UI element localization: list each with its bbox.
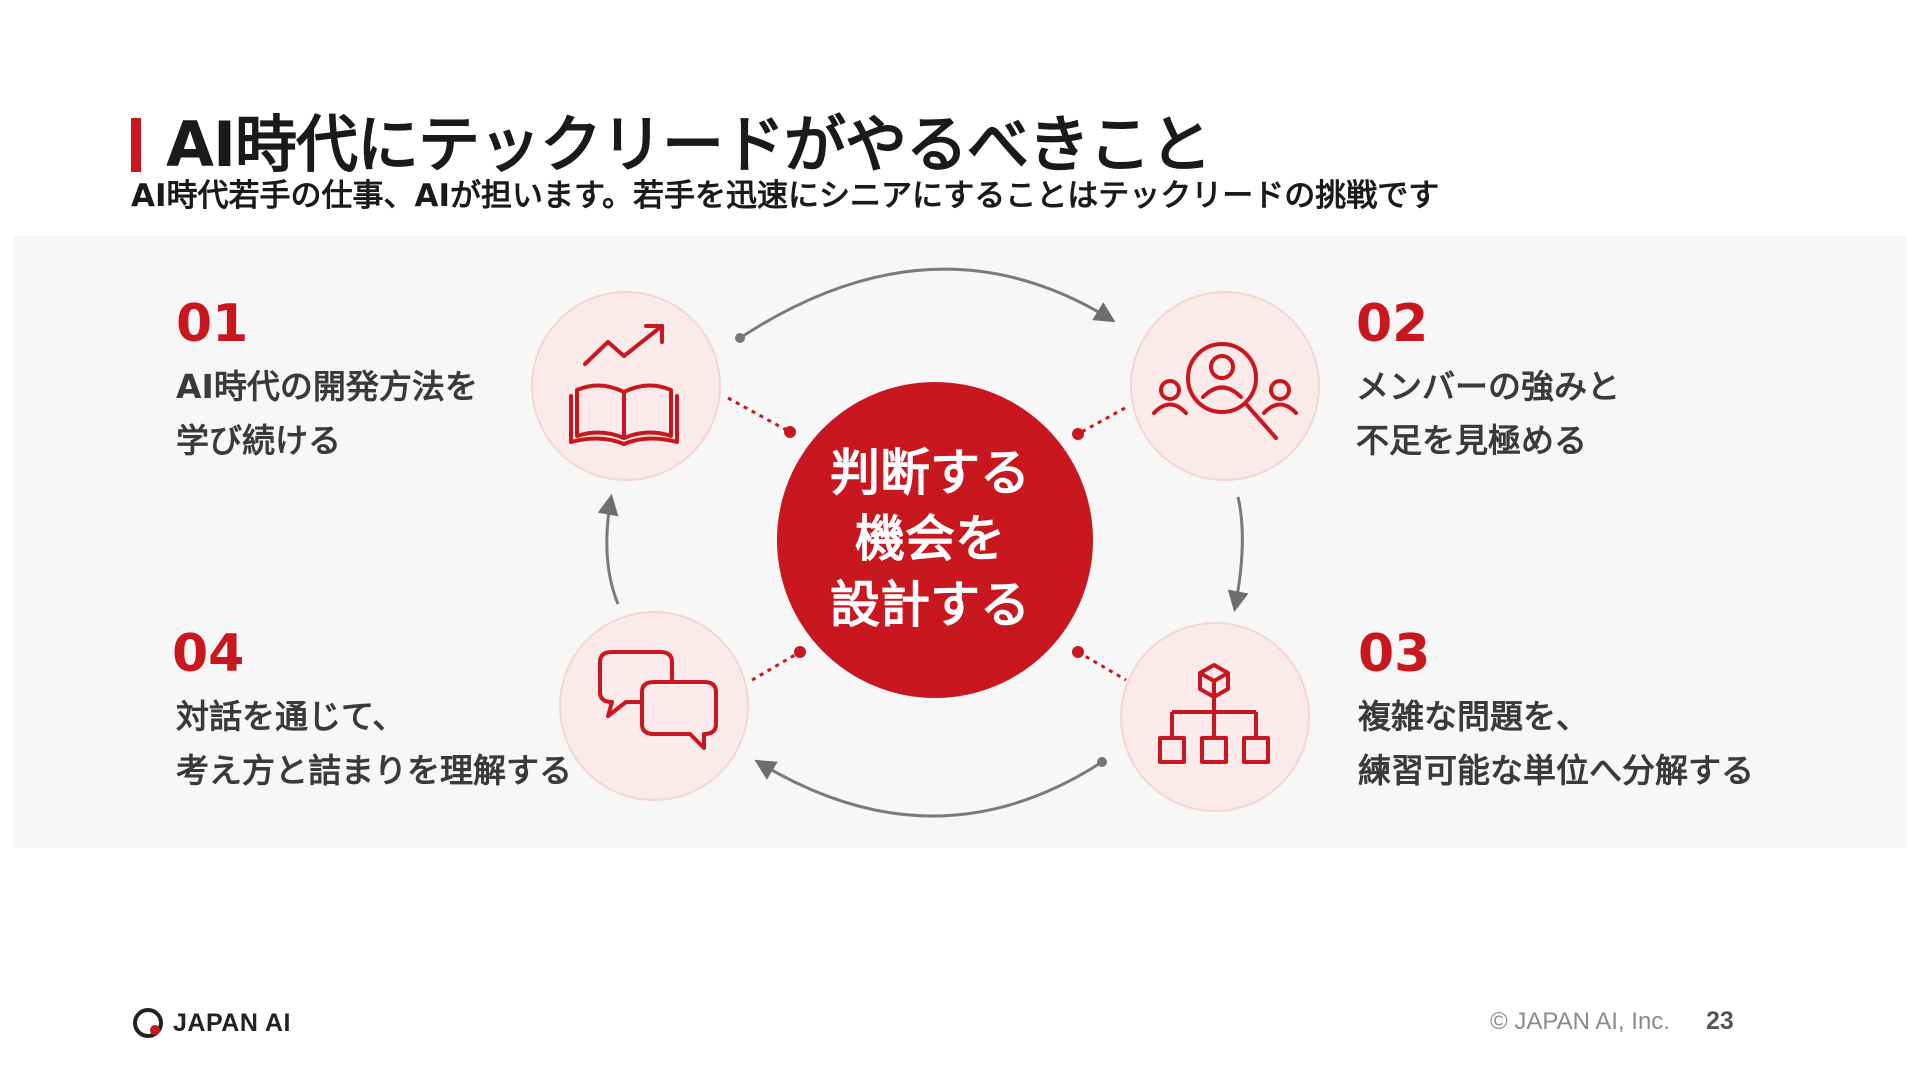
step-01-text: AI時代の開発方法を 学び続ける [176,367,478,460]
step-01-number: 01 [176,294,249,354]
logo-mark-icon [133,1008,163,1038]
arrow-02-to-03 [1227,496,1249,613]
center-label: 判断する 機会を 設計する [830,444,1030,634]
book-growth-icon [569,324,679,446]
arrow-01-to-02 [739,267,1116,340]
step-02-number: 02 [1356,294,1429,354]
step-02-text: メンバーの強みと 不足を見極める [1356,367,1620,460]
step-04-number: 04 [172,624,245,684]
title-accent-bar [131,118,141,172]
page-number: 23 [1706,1007,1734,1035]
chat-bubbles-icon [598,650,718,750]
dotted-connectors [727,396,1127,682]
step-04-text: 対話を通じて、 考え方と詰まりを理解する [176,697,572,790]
center-circle [777,382,1093,698]
arrow-03-to-04 [754,759,1103,818]
hierarchy-icon [1158,663,1270,764]
step-03-number: 03 [1358,624,1431,684]
company-logo: JAPAN AI [131,1003,291,1043]
arrow-04-to-01 [597,493,620,605]
page-subtitle: AI時代若手の仕事、AIが担います。若手を迅速にシニアにすることはテックリードの… [131,178,1440,214]
step-01-circle [531,291,721,481]
logo-text: JAPAN AI [173,1008,291,1037]
copyright: © JAPAN AI, Inc. [1490,1008,1670,1035]
cycle-arrows [597,267,1249,818]
people-search-icon [1152,342,1298,440]
page-title: AI時代にテックリードがやるべきこと [166,108,1212,181]
step-03-text: 複雑な問題を、 練習可能な単位へ分解する [1358,697,1754,790]
